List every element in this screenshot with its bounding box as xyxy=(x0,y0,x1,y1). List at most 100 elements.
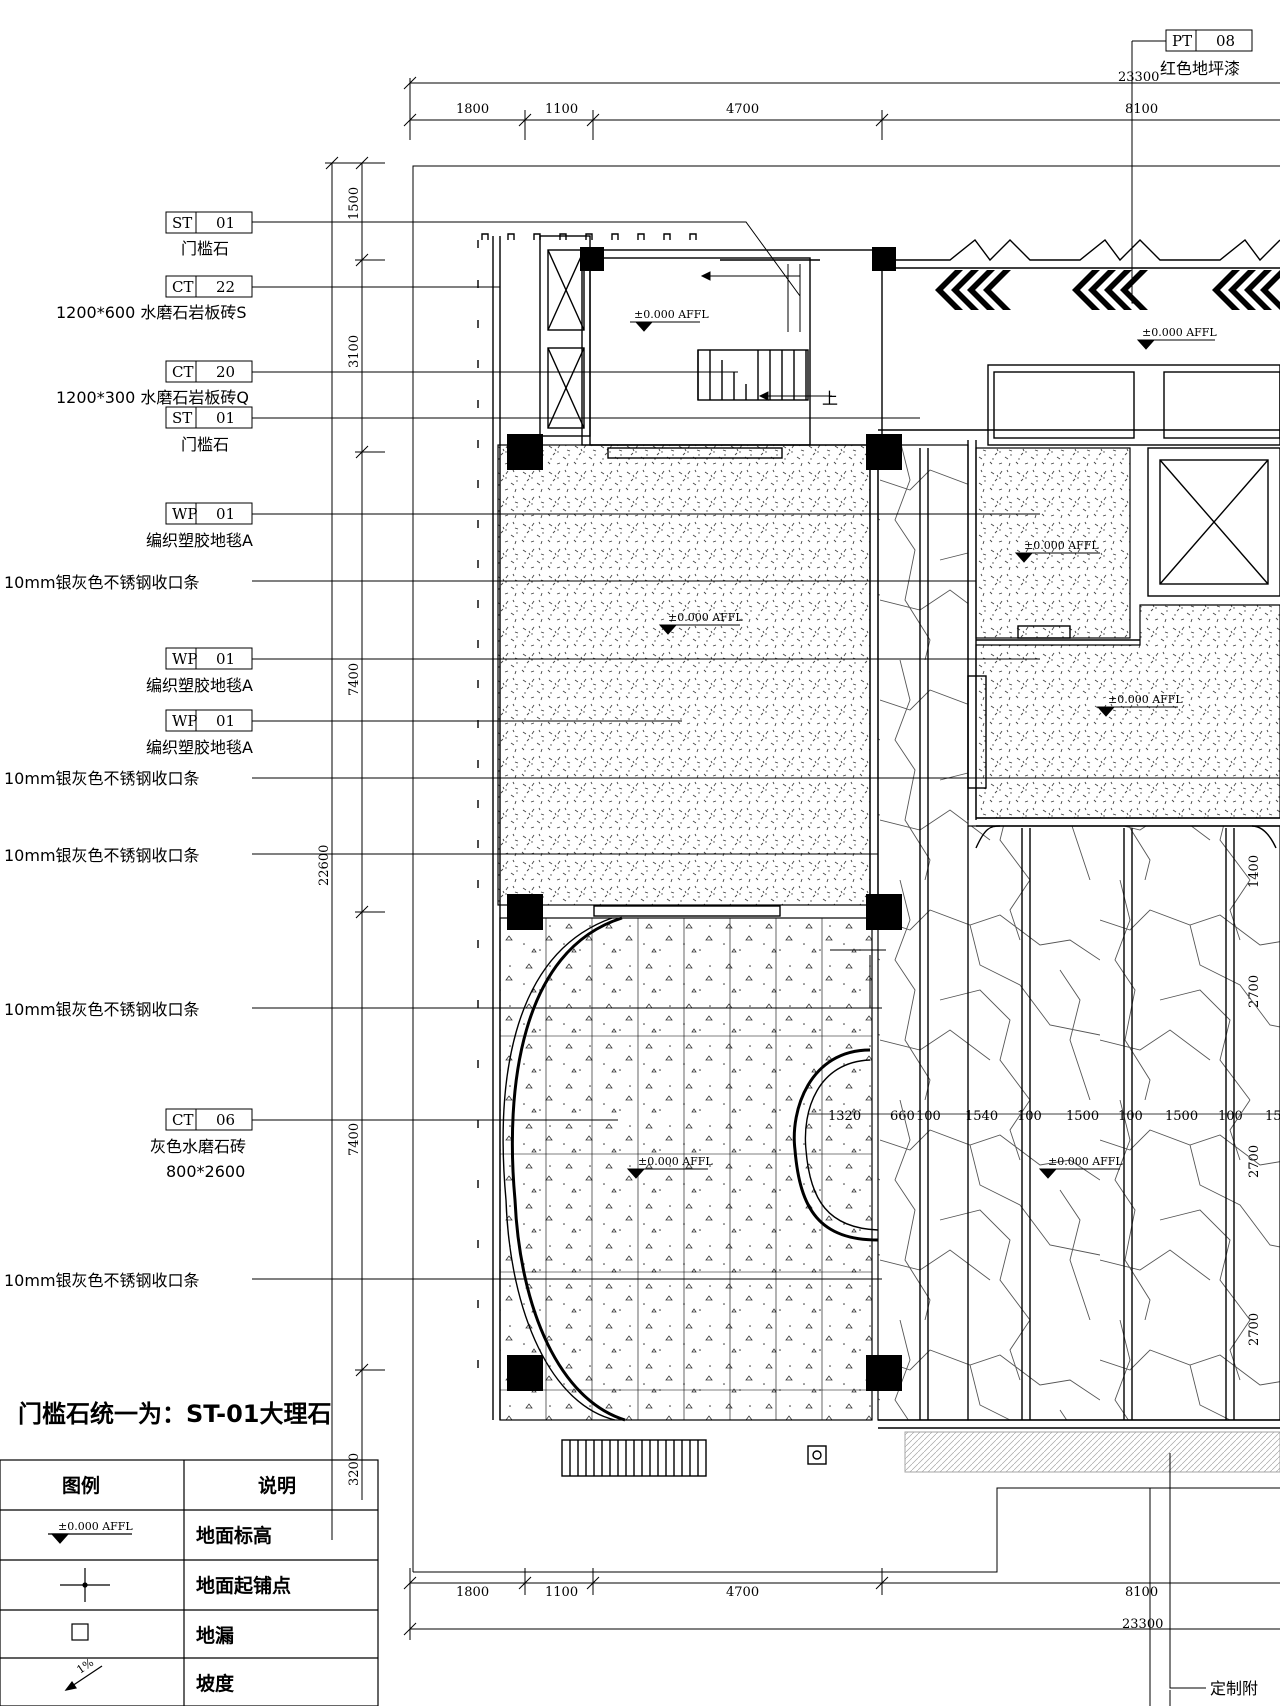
elevation-marker-small-room: ±0.000 AFFL xyxy=(1014,539,1100,563)
legend-header-symbol: 图例 xyxy=(62,1474,100,1497)
tag-wp-01-b: WP 01 编织塑胶地毯A xyxy=(146,647,253,695)
chevron-arrows xyxy=(935,270,1280,310)
dim-bottom-3: 4700 xyxy=(726,1585,759,1600)
dim-bottom-1: 1800 xyxy=(456,1585,489,1600)
dim-left-1: 1500 xyxy=(347,187,362,220)
dimension-frame xyxy=(325,76,1280,1706)
svg-text:CT: CT xyxy=(172,278,193,296)
dim-left-2: 3100 xyxy=(347,335,362,368)
svg-text:编织塑胶地毯A: 编织塑胶地毯A xyxy=(146,676,253,695)
svg-text:1200*300 水磨石岩板砖Q: 1200*300 水磨石岩板砖Q xyxy=(56,388,249,407)
svg-text:灰色水磨石砖: 灰色水磨石砖 xyxy=(150,1137,246,1156)
svg-text:±0.000 AFFL: ±0.000 AFFL xyxy=(1024,539,1099,552)
elevation-marker-large-room: ±0.000 AFFL xyxy=(658,611,743,635)
legend-header-desc: 说明 xyxy=(258,1474,296,1497)
svg-text:WP: WP xyxy=(172,712,198,730)
custom-label: 定制附 xyxy=(1210,1679,1258,1698)
legend-text: 图例 说明 地面标高 地面起铺点 地漏 坡度 xyxy=(62,1474,296,1695)
elevation-marker-terrazzo: ±0.000 AFFL xyxy=(626,1155,713,1179)
carpet-room-large xyxy=(497,444,871,906)
svg-text:22: 22 xyxy=(216,278,235,296)
legend-crosshair-icon xyxy=(60,1568,110,1602)
svg-text:红色地坪漆: 红色地坪漆 xyxy=(1160,59,1240,78)
svg-text:±0.000 AFFL: ±0.000 AFFL xyxy=(1142,326,1217,339)
dim-top-4: 8100 xyxy=(1125,102,1158,117)
svg-text:编织塑胶地毯A: 编织塑胶地毯A xyxy=(146,738,253,757)
elevation-marker-hall: ±0.000 AFFL xyxy=(1038,1155,1123,1179)
dim-bottom-4: 8100 xyxy=(1125,1585,1158,1600)
legend-elevation-icon: ±0.000 AFFL xyxy=(48,1520,133,1544)
svg-text:01: 01 xyxy=(216,409,235,427)
svg-text:01: 01 xyxy=(216,712,235,730)
dim-left-3: 7400 xyxy=(347,663,362,696)
stair-up-label: 上 xyxy=(822,389,838,408)
tag-st-01-b: ST 01 门槛石 xyxy=(165,406,253,454)
elevation-marker-top: ±0.000 AFFL xyxy=(1136,326,1217,350)
legend-table: ±0.000 AFFL 1% xyxy=(0,1459,379,1706)
dim-left-5: 3200 xyxy=(347,1453,362,1486)
legend-row-drain: 地漏 xyxy=(196,1624,234,1647)
marble-divider-strips xyxy=(919,448,1235,1420)
tag-ct-06: CT 06 灰色水磨石砖 800*2600 xyxy=(150,1108,253,1181)
tag-ct-20: CT 20 1200*300 水磨石岩板砖Q xyxy=(56,360,253,407)
strip-label-2: 10mm银灰色不锈钢收口条 xyxy=(4,769,200,788)
hatched-strip xyxy=(904,1431,1280,1473)
legend-row-slope: 坡度 xyxy=(196,1672,235,1695)
legend-drain-icon xyxy=(71,1623,89,1641)
dim-bottom-2: 1100 xyxy=(545,1585,578,1600)
dim-left-4: 7400 xyxy=(347,1123,362,1156)
svg-text:±0.000 AFFL: ±0.000 AFFL xyxy=(634,308,709,321)
walls xyxy=(477,233,1280,1477)
elevation-markers: ±0.000 AFFL ±0.000 AFFL ±0.000 AFFL ±0.0… xyxy=(626,308,1217,1179)
svg-text:01: 01 xyxy=(216,505,235,523)
svg-text:08: 08 xyxy=(1216,32,1235,50)
svg-text:编织塑胶地毯A: 编织塑胶地毯A xyxy=(146,531,253,550)
svg-text:01: 01 xyxy=(216,650,235,668)
strip-labels: 10mm银灰色不锈钢收口条 10mm银灰色不锈钢收口条 10mm银灰色不锈钢收口… xyxy=(4,573,200,1290)
dim-top-1: 1800 xyxy=(456,102,489,117)
dim-top-3: 4700 xyxy=(726,102,759,117)
svg-text:CT: CT xyxy=(172,1111,193,1129)
svg-text:门槛石: 门槛石 xyxy=(181,239,229,258)
svg-text:±0.000 AFFL: ±0.000 AFFL xyxy=(1048,1155,1123,1168)
svg-text:±0.000 AFFL: ±0.000 AFFL xyxy=(1108,693,1183,706)
tag-pt-08: PT 08 红色地坪漆 xyxy=(1132,29,1253,78)
svg-text:PT: PT xyxy=(1172,32,1192,50)
tag-ct-22: CT 22 1200*600 水磨石岩板砖S xyxy=(56,275,253,322)
svg-text:±0.000 AFFL: ±0.000 AFFL xyxy=(668,611,743,624)
svg-text:1200*600 水磨石岩板砖S: 1200*600 水磨石岩板砖S xyxy=(56,303,247,322)
legend-slope-icon: 1% xyxy=(64,1656,103,1691)
stair-direction-arrow xyxy=(700,264,832,401)
dim-top-2: 1100 xyxy=(545,102,578,117)
svg-text:ST: ST xyxy=(172,409,192,427)
structural-columns xyxy=(507,247,902,1391)
legend-row-elevation: 地面标高 xyxy=(196,1524,272,1547)
elevation-marker-stair: ±0.000 AFFL xyxy=(630,308,709,332)
svg-text:20: 20 xyxy=(216,363,235,381)
dim-bottom-total: 23300 xyxy=(1122,1617,1163,1632)
threshold-note: 门槛石统一为：ST-01大理石 xyxy=(18,1400,332,1428)
svg-text:1%: 1% xyxy=(74,1656,96,1677)
svg-text:800*2600: 800*2600 xyxy=(166,1162,245,1181)
strip-label-3: 10mm银灰色不锈钢收口条 xyxy=(4,846,200,865)
strip-label-4: 10mm银灰色不锈钢收口条 xyxy=(4,1000,200,1019)
svg-text:WP: WP xyxy=(172,650,198,668)
strip-label-5: 10mm银灰色不锈钢收口条 xyxy=(4,1271,200,1290)
room-fills xyxy=(497,444,1280,1473)
svg-text:±0.000 AFFL: ±0.000 AFFL xyxy=(638,1155,713,1168)
svg-text:±0.000 AFFL: ±0.000 AFFL xyxy=(58,1520,133,1533)
svg-text:ST: ST xyxy=(172,214,192,232)
tag-st-01-a: ST 01 门槛石 xyxy=(165,211,253,258)
legend-row-start-point: 地面起铺点 xyxy=(196,1574,291,1597)
svg-text:06: 06 xyxy=(216,1111,235,1129)
leader-lines xyxy=(252,41,1280,1689)
carpet-room-small xyxy=(975,447,1131,639)
svg-text:WP: WP xyxy=(172,505,198,523)
svg-text:CT: CT xyxy=(172,363,193,381)
dim-left-total: 22600 xyxy=(317,845,332,886)
material-tags: ST 01 门槛石 CT 22 1200*600 水磨石岩板砖S CT 20 1… xyxy=(56,29,1253,1181)
svg-text:01: 01 xyxy=(216,214,235,232)
strip-label-1: 10mm银灰色不锈钢收口条 xyxy=(4,573,200,592)
tag-wp-01-a: WP 01 编织塑胶地毯A xyxy=(146,502,253,550)
